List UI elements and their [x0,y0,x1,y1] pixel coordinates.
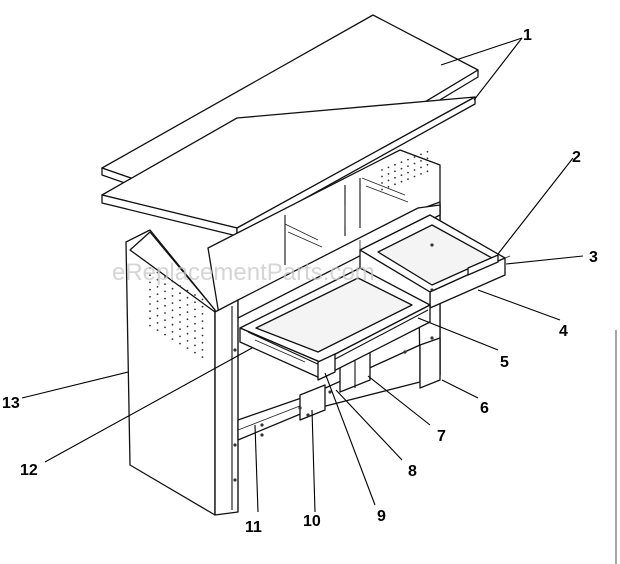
large-drawer [239,267,431,381]
callout-3: 3 [589,249,598,266]
callout-6: 6 [480,400,489,417]
callout-1: 1 [523,27,532,44]
watermark: eReplacementParts.com [112,259,375,286]
callout-5: 5 [500,354,509,371]
callout-10: 10 [303,513,321,530]
front-frame [231,204,441,512]
callout-2: 2 [572,149,581,166]
callout-7: 7 [437,428,446,445]
callout-12: 12 [20,462,38,479]
left-side-panel [125,229,239,516]
callout-8: 8 [408,463,417,480]
callout-4: 4 [559,323,568,340]
callout-9: 9 [377,508,386,525]
callout-11: 11 [245,519,262,536]
callout-13: 13 [2,395,20,412]
leader-lines [21,37,584,513]
left-side-perforation [149,267,204,358]
drawer-slide-rails [284,177,409,248]
right-side-perforation [381,150,429,191]
screw-holes [233,243,434,482]
callout-labels: 1 2 3 4 5 6 7 8 9 10 11 12 13 [2,27,598,536]
top-panel-lower [101,96,476,237]
